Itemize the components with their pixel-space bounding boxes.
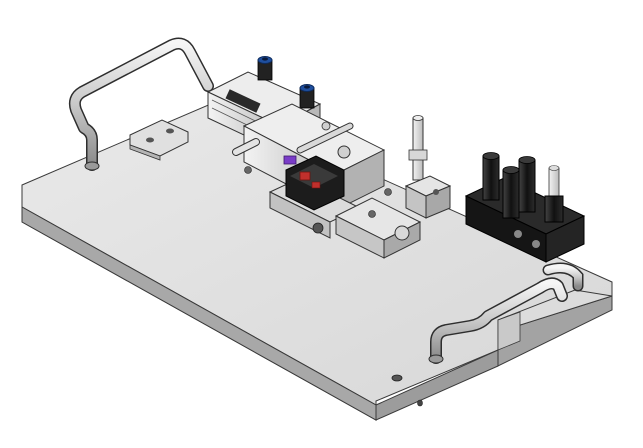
air-fitting-left <box>257 56 273 81</box>
valve-connector-2 <box>502 166 520 219</box>
valve-connector-3 <box>518 156 536 213</box>
plate-side-hole <box>417 399 423 407</box>
red-component <box>299 171 311 181</box>
stop-block <box>404 175 452 219</box>
adjustment-knob <box>394 225 410 241</box>
purple-component <box>283 155 297 165</box>
left-handle-mount-block <box>129 119 189 161</box>
valve-connector-1 <box>482 152 500 201</box>
sensor-cable-connector <box>544 165 564 223</box>
right-carry-handle <box>428 262 584 364</box>
plate-mounting-hole <box>391 374 403 382</box>
gripper-jaw-assembly <box>283 155 345 211</box>
left-carry-handle <box>68 37 214 171</box>
sensor-post <box>408 115 428 181</box>
guide-rods <box>232 121 354 159</box>
air-fitting-right <box>299 84 315 109</box>
plate-fasteners <box>244 166 392 218</box>
front-slide-block <box>334 197 422 259</box>
